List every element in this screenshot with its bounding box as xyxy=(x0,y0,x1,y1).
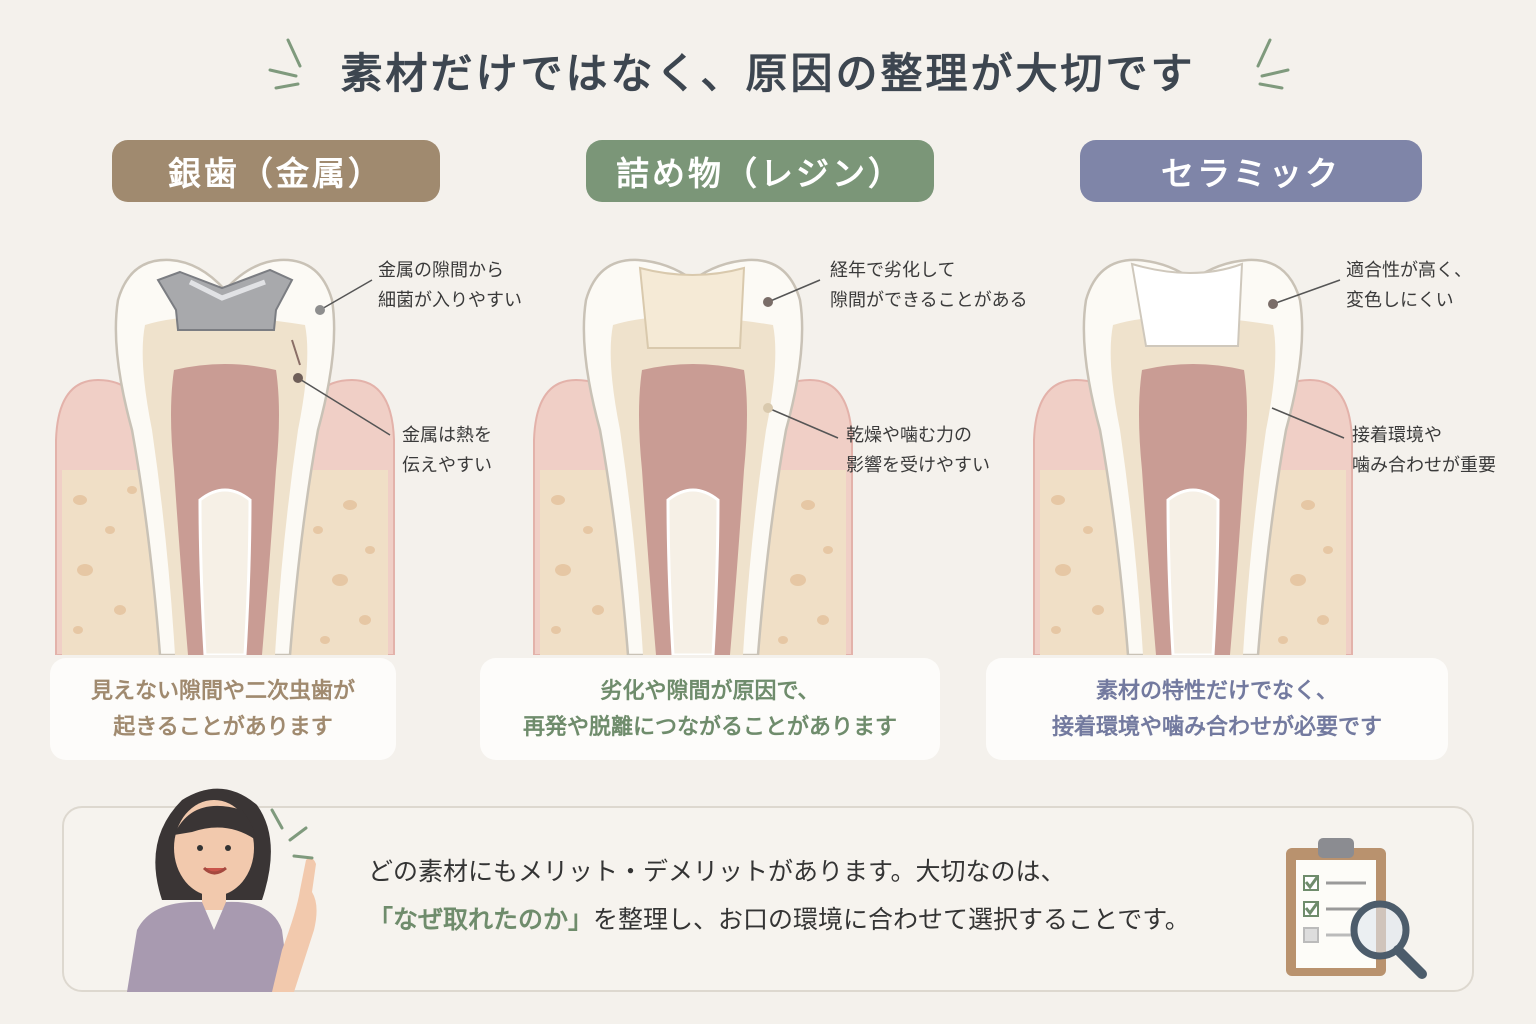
magnifier-icon xyxy=(1350,900,1427,979)
resin-summary-card: 劣化や隙間が原因で、再発や脱離につながることがあります xyxy=(480,658,940,760)
metal-tooth-illustration xyxy=(55,258,395,655)
resin-tooth-illustration xyxy=(533,258,853,655)
message-highlight: 「なぜ取れたのか」 xyxy=(368,905,594,934)
message-rest: を整理し、お口の環境に合わせて選択することです。 xyxy=(593,905,1190,934)
message-line-2: 「なぜ取れたのか」を整理し、お口の環境に合わせて選択することです。 xyxy=(368,900,1190,936)
page-title: 素材だけではなく、原因の整理が大切です xyxy=(340,49,1196,98)
ceramic-label: セラミック xyxy=(1080,140,1422,202)
metal-label: 銀歯（金属） xyxy=(112,140,440,202)
ceramic-callout-fit: 適合性が高く、変色しにくい xyxy=(1346,260,1472,311)
title-right-sparkle-icon xyxy=(1256,38,1290,90)
metal-callout-heat: 金属は熱を伝えやすい xyxy=(402,425,492,476)
resin-callout-force: 乾燥や噛む力の影響を受けやすい xyxy=(846,425,990,476)
metal-summary-card: 見えない隙間や二次虫歯が起きることがあります xyxy=(50,658,396,760)
metal-callout-gap: 金属の隙間から細菌が入りやすい xyxy=(378,260,522,311)
doctor-illustration xyxy=(127,788,317,992)
title-left-sparkle-icon xyxy=(268,38,302,90)
ceramic-tooth-illustration xyxy=(1033,258,1353,655)
ceramic-summary-card: 素材の特性だけでなく、接着環境や噛み合わせが必要です xyxy=(986,658,1448,760)
message-line-1: どの素材にもメリット・デメリットがあります。大切なのは、 xyxy=(368,857,1066,886)
clipboard-checklist-icon xyxy=(1286,838,1427,979)
resin-callout-aging: 経年で劣化して隙間ができることがある xyxy=(830,260,1028,311)
resin-label: 詰め物（レジン） xyxy=(586,140,934,202)
ceramic-callout-bonding: 接着環境や噛み合わせが重要 xyxy=(1352,425,1496,476)
